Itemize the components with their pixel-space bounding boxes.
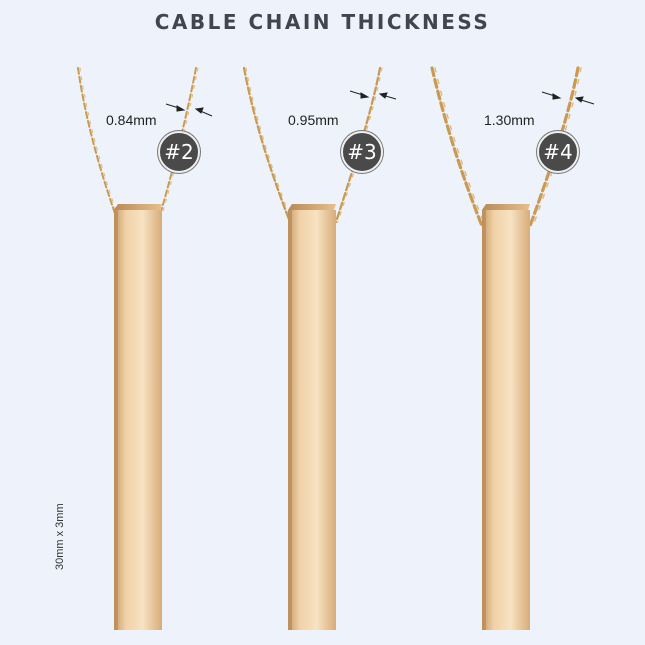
chain-measure-1: 0.84mm (106, 112, 157, 128)
pendant-bar-3 (482, 204, 530, 630)
chain-left-2 (242, 66, 292, 224)
chain-left-3 (430, 66, 484, 228)
pendant-bar-1 (114, 204, 162, 630)
chain-size-badge-1: #2 (158, 131, 200, 173)
chain-measure-2: 0.95mm (288, 112, 339, 128)
chain-size-badge-3: #4 (537, 131, 579, 173)
pendant-bar-2 (288, 204, 336, 630)
pendant-dimensions-label: 30mm x 3mm (54, 503, 66, 570)
thickness-arrows (165, 90, 595, 117)
chain-left-1 (77, 67, 119, 223)
chain-size-badge-2: #3 (341, 131, 383, 173)
page-title: CABLE CHAIN THICKNESS (154, 10, 491, 34)
chain-measure-3: 1.30mm (484, 112, 535, 128)
